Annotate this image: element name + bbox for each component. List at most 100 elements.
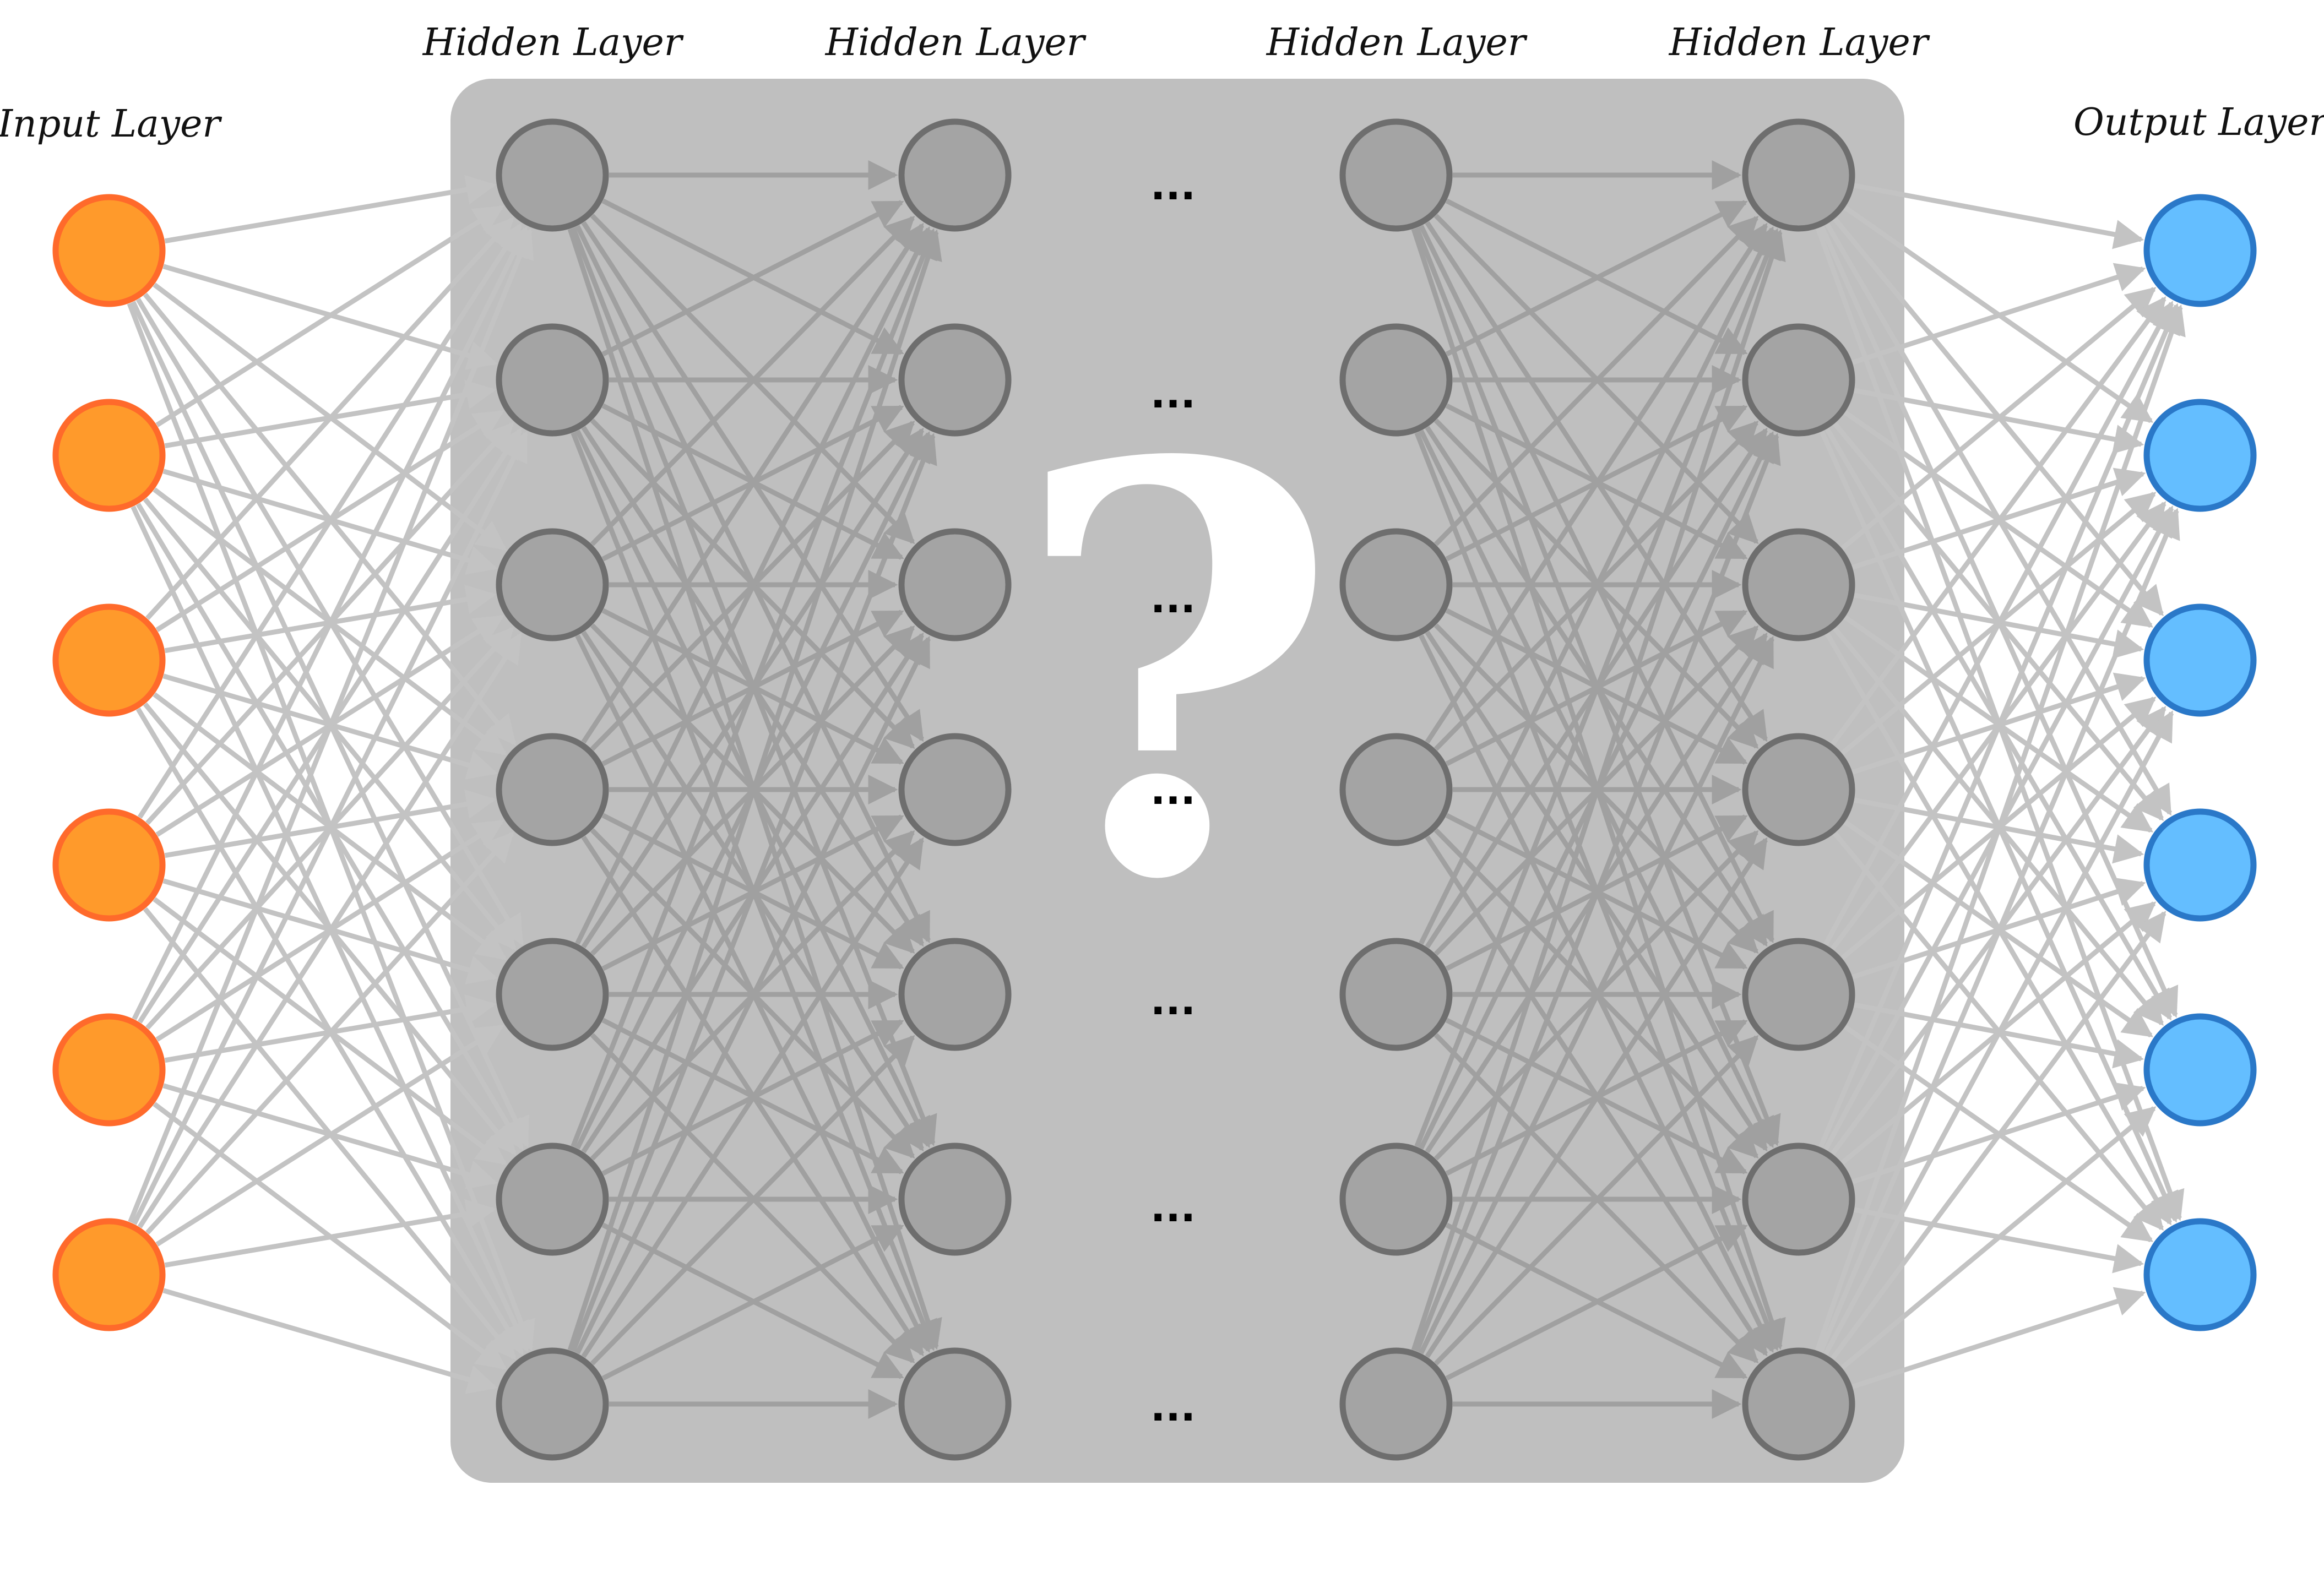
connection-arrow: [571, 433, 937, 1352]
question-mark: ?: [1011, 342, 1340, 1003]
hidden-neuron: [1742, 1347, 1855, 1461]
output-neuron: [2143, 1013, 2257, 1127]
connection-arrow: [1840, 287, 2157, 551]
hidden-neuron: [898, 528, 1012, 641]
input-neuron: [52, 808, 166, 922]
connections: [127, 160, 2186, 1419]
connection-arrow: [601, 1224, 904, 1381]
connection-arrow: [1854, 183, 2144, 249]
ellipsis: ...: [1150, 1384, 1196, 1430]
connection-arrow: [1823, 301, 2174, 946]
hidden-neuron: [898, 1347, 1012, 1461]
hidden-neuron: [1742, 323, 1855, 437]
hidden-neuron: [1339, 1143, 1453, 1256]
connection-arrow: [1851, 1287, 2146, 1389]
hidden-layer-label-2: Hidden Layer: [824, 21, 1087, 64]
connection-arrow: [162, 1288, 498, 1394]
ellipsis: ...: [1150, 767, 1196, 813]
hidden-layer-label-3: Hidden Layer: [1266, 21, 1528, 64]
hidden-neuron: [496, 118, 609, 232]
connection-arrow: [1419, 635, 1774, 1354]
connection-arrow: [567, 229, 942, 1351]
connection-arrow: [1830, 296, 2166, 746]
neurons: [52, 118, 2257, 1461]
output-neuron: [2143, 194, 2257, 307]
connection-arrow: [164, 1199, 496, 1268]
connection-arrow: [145, 831, 514, 1234]
connection-arrow: [1434, 215, 1759, 546]
input-layer-label: Input Layer: [0, 102, 222, 146]
hidden-neuron: [496, 323, 609, 437]
connection-arrow: [581, 222, 925, 744]
output-neuron: [2143, 603, 2257, 717]
hidden-neuron: [1742, 118, 1855, 232]
connection-arrow: [132, 226, 528, 1020]
connection-arrow: [590, 215, 915, 546]
connection-arrow: [132, 431, 528, 1225]
hidden-neuron: [496, 938, 609, 1051]
ellipsis-column: .....................: [1150, 162, 1196, 1430]
output-layer-label: Output Layer: [2073, 101, 2324, 144]
hidden-neuron: [1339, 733, 1453, 846]
connection-arrow: [145, 217, 514, 620]
ellipsis: ...: [1150, 162, 1196, 209]
connection-arrow: [601, 200, 904, 357]
connection-arrow: [1851, 263, 2146, 365]
output-neuron: [2143, 399, 2257, 512]
connection-arrow: [1434, 1035, 1759, 1366]
input-neuron: [52, 399, 166, 512]
hidden-neuron: [1339, 118, 1453, 232]
connection-arrow: [1818, 303, 2180, 1148]
ellipsis: ...: [1150, 371, 1196, 417]
connection-arrow: [1414, 228, 1781, 1147]
connection-arrow: [1830, 911, 2166, 1361]
hidden-layer-label-1: Hidden Layer: [422, 21, 684, 64]
connection-arrow: [155, 1024, 504, 1247]
hidden-neuron: [496, 528, 609, 641]
connection-arrow: [137, 223, 522, 819]
output-neuron: [2143, 1218, 2257, 1331]
connection-arrow: [128, 228, 534, 1223]
connection-arrow: [155, 205, 504, 427]
hidden-neuron: [898, 118, 1012, 232]
connection-arrow: [590, 1035, 915, 1366]
hidden-neuron: [898, 1143, 1012, 1256]
input-neuron: [52, 603, 166, 717]
hidden-neuron: [898, 323, 1012, 437]
connection-arrow: [164, 175, 496, 244]
ellipsis: ...: [1150, 1184, 1196, 1231]
hidden-neuron: [1339, 1347, 1453, 1461]
connection-arrow: [575, 226, 931, 945]
hidden-neuron: [496, 1143, 609, 1256]
hidden-neuron: [898, 938, 1012, 1051]
connection-arrow: [1815, 304, 2186, 1352]
connection-arrow: [1425, 837, 1768, 1358]
ellipsis: ...: [1150, 575, 1196, 622]
input-neuron: [52, 1218, 166, 1331]
connection-arrow: [1818, 508, 2180, 1353]
output-neuron: [2143, 808, 2257, 922]
hidden-neuron: [496, 1347, 609, 1461]
hidden-neuron: [1339, 323, 1453, 437]
hidden-neuron: [1742, 1143, 1855, 1256]
connection-arrow: [1445, 200, 1748, 357]
hidden-layers-panel: [450, 79, 1904, 1483]
connection-arrow: [1411, 229, 1786, 1351]
connection-arrow: [137, 633, 522, 1228]
connection-arrow: [1425, 222, 1768, 744]
connection-arrow: [1419, 226, 1774, 945]
connection-arrow: [571, 228, 937, 1147]
connection-arrow: [1414, 433, 1781, 1352]
hidden-neuron: [1742, 938, 1855, 1051]
hidden-neuron: [1742, 733, 1855, 846]
connection-arrow: [1840, 1106, 2157, 1370]
hidden-neuron: [898, 733, 1012, 846]
hidden-neuron: [1339, 528, 1453, 641]
connection-arrow: [1445, 1224, 1748, 1381]
ellipsis: ...: [1150, 977, 1196, 1024]
hidden-neuron: [1742, 528, 1855, 641]
hidden-neuron: [1339, 938, 1453, 1051]
connection-arrow: [1823, 710, 2174, 1356]
hidden-layer-label-4: Hidden Layer: [1668, 21, 1930, 64]
